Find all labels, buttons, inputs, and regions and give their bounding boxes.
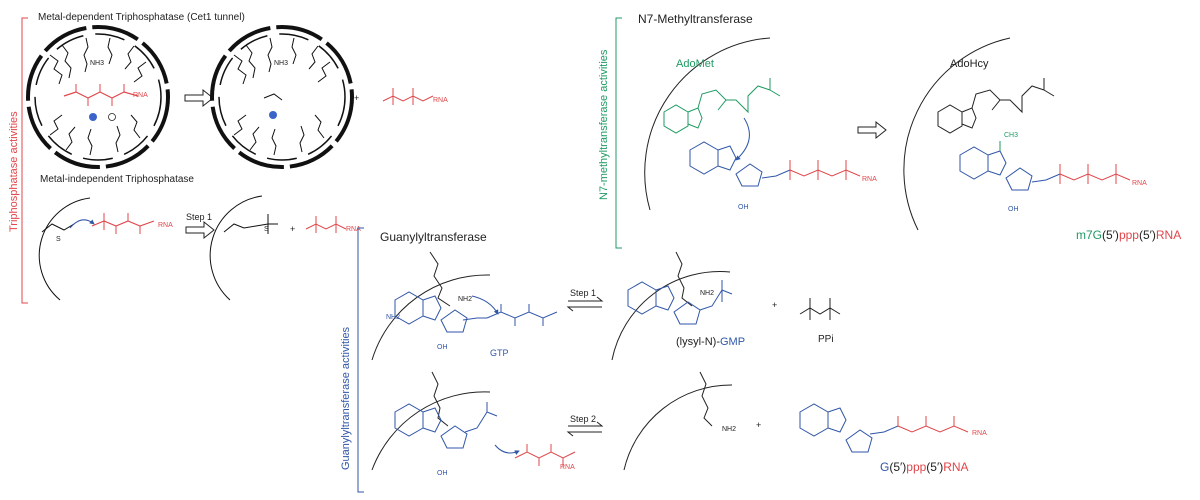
gt-enzyme-arc-3 bbox=[371, 391, 491, 471]
plus-2: + bbox=[290, 224, 296, 234]
m7g-ppp: ppp bbox=[1118, 228, 1139, 242]
oh-label-1: OH bbox=[437, 344, 448, 351]
guanylyltransferase-bracket bbox=[357, 227, 364, 493]
gppp-rna-methyl-acceptor bbox=[689, 141, 861, 187]
gpppRNA-p2: (5′) bbox=[926, 460, 944, 474]
rna-label-1: RNA bbox=[133, 92, 148, 99]
m7g-p2: (5′) bbox=[1138, 228, 1156, 242]
nh2-label-1: NH2 bbox=[458, 296, 473, 303]
lysine-chain-2 bbox=[675, 251, 693, 307]
released-ppRNA-2 bbox=[305, 216, 347, 233]
lysine-chain-4 bbox=[699, 371, 713, 427]
lysyl-gmp-suffix: GMP bbox=[719, 336, 746, 348]
s-label-1: S bbox=[56, 236, 61, 243]
released-ppRNA-1 bbox=[382, 88, 434, 105]
nh3-label-2: NH3 bbox=[274, 60, 289, 67]
h2n-label-1: NH2 bbox=[386, 314, 401, 321]
oh-label-4: OH bbox=[1008, 206, 1019, 213]
plus-4: + bbox=[756, 420, 762, 430]
gpppRNA-label: G(5′)ppp(5′)RNA bbox=[880, 460, 969, 474]
gtp-molecule bbox=[394, 291, 558, 333]
rna-label-8: RNA bbox=[1132, 180, 1147, 187]
methyltransferase-title: N7-Methyltransferase bbox=[638, 12, 753, 26]
metal-independent-enzyme-1 bbox=[38, 197, 155, 301]
adohcy-molecule bbox=[937, 78, 1055, 134]
guan-step2-arrows bbox=[566, 421, 604, 437]
metal-dependent-title: Metal-dependent Triphosphatase (Cet1 tun… bbox=[38, 12, 245, 23]
gt-enzyme-arc-4 bbox=[623, 384, 733, 471]
gt-enzyme-arc-1 bbox=[371, 274, 491, 361]
step2-complex bbox=[394, 402, 498, 449]
mt-enzyme-arc-1 bbox=[644, 37, 771, 211]
metal-independent-title: Metal-independent Triphosphatase bbox=[40, 174, 194, 185]
gt-enzyme-arc-2 bbox=[611, 271, 731, 361]
metal-ion-2 bbox=[269, 111, 277, 119]
mt-enzyme-arc-2 bbox=[903, 37, 1011, 231]
oh-label-2: OH bbox=[437, 470, 448, 477]
lysyl-gmp-molecule bbox=[627, 280, 733, 325]
lysyl-gmp-label: (lysyl-N)-GMP bbox=[676, 336, 745, 348]
ppi-molecule bbox=[799, 298, 841, 320]
water-1 bbox=[108, 113, 116, 121]
plus-3: + bbox=[772, 300, 778, 310]
rna-label-7: RNA bbox=[862, 176, 877, 183]
guanylyltransferase-section-label: Guanylyltransferase activities bbox=[340, 326, 352, 470]
ppi-label: PPi bbox=[818, 334, 834, 345]
rna-label-3: RNA bbox=[158, 222, 173, 229]
m7g-product-label: m7G(5′)ppp(5′)RNA bbox=[1076, 228, 1181, 242]
methyltransferase-bracket bbox=[615, 17, 622, 249]
m7g-cap-molecule bbox=[959, 141, 1131, 191]
m7g-p1: (5′) bbox=[1102, 228, 1119, 242]
cet1-tunnel-2 bbox=[210, 25, 354, 169]
metal-ion-1 bbox=[89, 113, 97, 121]
methyl-transfer-arrow bbox=[735, 117, 750, 161]
nh2-label-4: NH2 bbox=[722, 426, 737, 433]
guan-step2-label: Step 2 bbox=[570, 414, 597, 424]
oh-label-3: OH bbox=[738, 204, 749, 211]
ch3-label: CH3 bbox=[1004, 132, 1019, 139]
gpppRNA-g: G bbox=[880, 460, 890, 474]
triphosphatase-section-label: Triphosphatase activities bbox=[8, 111, 20, 232]
adomet-molecule bbox=[663, 78, 781, 134]
m7g-rna: RNA bbox=[1155, 228, 1182, 242]
adomet-label: AdoMet bbox=[676, 58, 714, 70]
guan-step1-label: Step 1 bbox=[570, 288, 597, 298]
rna-label-6: RNA bbox=[972, 430, 987, 437]
rna-label-2: RNA bbox=[433, 97, 448, 104]
m7g-m7g: m7G bbox=[1076, 228, 1103, 242]
step2-ppRNA bbox=[514, 444, 576, 466]
mt-arrow bbox=[857, 120, 887, 140]
plus-1: + bbox=[354, 93, 360, 103]
gpppRNA-p1: (5′) bbox=[889, 460, 907, 474]
methyltransferase-section-label: N7-methyltransferase activities bbox=[598, 49, 610, 200]
lysyl-gmp-prefix: (lysyl-N)- bbox=[676, 336, 720, 348]
adohcy-label: AdoHcy bbox=[950, 58, 989, 70]
triphosphatase-bracket bbox=[21, 17, 28, 304]
tri-step1-label: Step 1 bbox=[186, 212, 213, 222]
rna-label-5: RNA bbox=[560, 464, 575, 471]
cet1-tunnel-1 bbox=[26, 25, 170, 169]
rna-attack-arrow bbox=[494, 444, 520, 455]
nh-label-2: NH2 bbox=[700, 290, 715, 297]
gtp-attack-arrow bbox=[471, 295, 499, 315]
lysine-chain-1 bbox=[429, 251, 451, 307]
gtp-label: GTP bbox=[490, 348, 509, 358]
guanylyltransferase-title: Guanylyltransferase bbox=[380, 230, 487, 244]
tri-arrow-1 bbox=[184, 88, 214, 108]
nh3-label-1: NH3 bbox=[90, 60, 105, 67]
gpppRNA-rna: RNA bbox=[943, 460, 969, 474]
rna-label-4: RNA bbox=[346, 226, 361, 233]
tri-step1-arrow bbox=[185, 220, 215, 240]
gpppRNA-ppp: ppp bbox=[906, 460, 927, 474]
metal-independent-enzyme-2 bbox=[209, 195, 278, 301]
s-label-2: S bbox=[264, 226, 269, 233]
guan-step1-arrows bbox=[566, 296, 604, 312]
gpppRNA-molecule bbox=[799, 403, 969, 453]
lysine-chain-3 bbox=[431, 371, 449, 427]
